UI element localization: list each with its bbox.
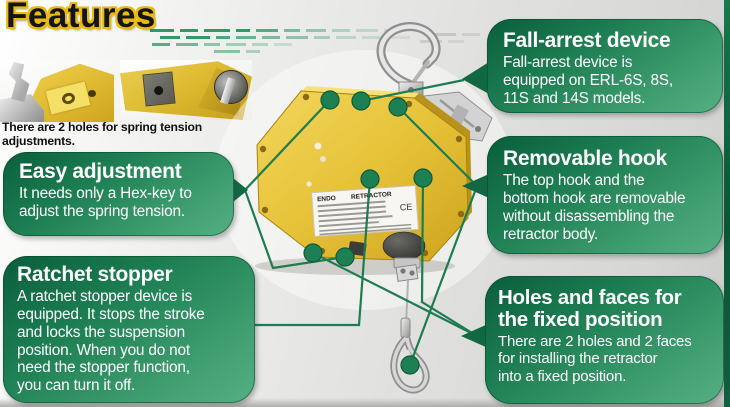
photo-spring-hole-right [120,60,252,120]
callout-title: Removable hook [503,147,667,170]
callout-fall-arrest-device: Fall-arrest device Fall-arrest device is… [487,19,723,113]
dot-top-hook [388,97,408,117]
connector-lines [243,78,479,366]
callout-tails [233,62,489,348]
callout-holes-and-faces: Holes and faces for the fixed position T… [485,276,724,404]
feature-dots [303,90,433,375]
dot-bottom-center [335,247,355,267]
dot-bottom-hook [400,355,420,375]
page-title: Features [6,0,156,35]
callout-body: The top hook and the bottom hook are rem… [503,172,686,244]
callout-easy-adjustment: Easy adjustment It needs only a Hex-key … [3,152,234,236]
bottom-cap [382,231,426,261]
callout-body: It needs only a Hex-key to adjust the sp… [19,185,192,221]
label-brand: ENDO [317,195,336,203]
label-model: RETRACTOR [351,191,392,201]
dot-top-left [320,90,340,110]
bottom-shadow-strip [0,398,730,407]
photos-caption: There are 2 holes for spring tension adj… [2,120,203,148]
callout-title: Holes and faces for the fixed position [498,286,682,331]
callout-title: Fall-arrest device [503,29,671,52]
callout-body: A ratchet stopper device is equipped. It… [17,288,205,394]
dot-body-left [360,169,380,189]
callout-body: There are 2 holes and 2 faces for instal… [498,332,692,385]
photo-spring-hole-left [0,60,114,122]
bottom-assembly [382,231,430,394]
dot-bottom-left [303,243,323,263]
photo-adjustment-hole [88,90,96,97]
callout-title: Ratchet stopper [17,263,173,286]
dot-top-center [351,91,371,111]
callout-title: Easy adjustment [19,160,182,183]
product-label: ENDO RETRACTOR CE [311,184,419,238]
ce-mark: CE [399,202,412,213]
dot-body-right [413,168,433,188]
right-green-bar [724,0,730,407]
callout-body: Fall-arrest device is equipped on ERL-6S… [503,54,673,108]
callout-removable-hook: Removable hook The top hook and the bott… [487,136,723,254]
callout-ratchet-stopper: Ratchet stopper A ratchet stopper device… [3,256,255,403]
